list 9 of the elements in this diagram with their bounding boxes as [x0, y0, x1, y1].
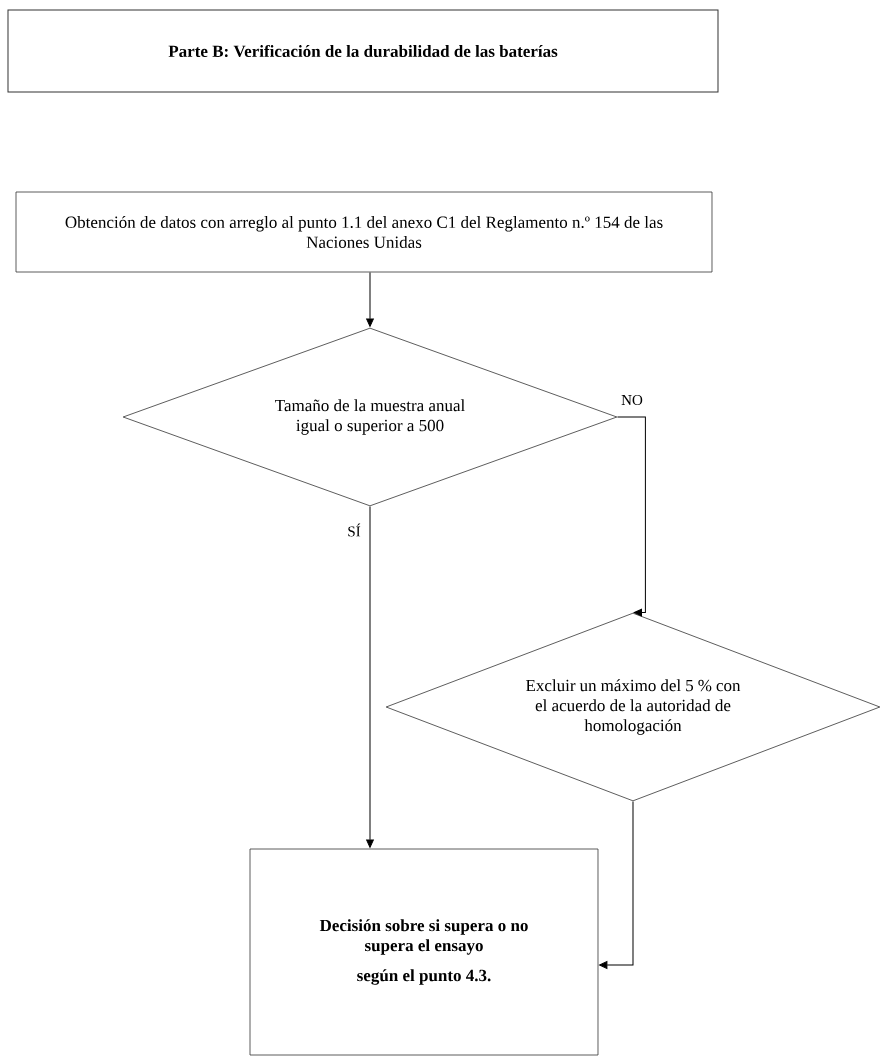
- arrow: [616, 416, 646, 617]
- arrow: [366, 271, 374, 327]
- arrow: [366, 505, 374, 848]
- edge-label: NO: [620, 393, 644, 407]
- process-box: Obtención de datos con arreglo al punto 1.1 del anexo C1 del Reglamento n.º 154 de las Naciones Unidas: [15, 191, 713, 273]
- edge-label: SÍ: [346, 522, 362, 538]
- title-box: Parte B: Verificación de la durabilidad de las baterías: [7, 9, 719, 93]
- result-box: Decisión sobre si supera o no supera el ensayo según el punto 4.3.: [249, 848, 599, 1056]
- arrow: [599, 800, 634, 969]
